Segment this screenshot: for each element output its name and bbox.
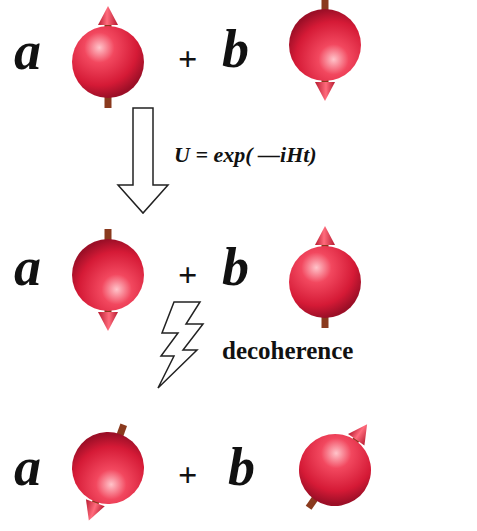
lightning-bolt <box>158 302 203 388</box>
tilted-spin-particle <box>55 412 158 531</box>
spin-up-particle <box>72 6 144 108</box>
coefficient: a <box>14 24 41 78</box>
spin-up-particle <box>289 226 361 328</box>
coefficient: a <box>14 440 41 494</box>
coefficient: a <box>14 240 41 294</box>
coefficient: b <box>222 22 249 76</box>
coefficient: b <box>228 440 255 494</box>
spin-down-particle <box>72 229 144 331</box>
plus-sign: + <box>178 258 197 292</box>
evolution-arrow <box>118 108 168 213</box>
coefficient: b <box>222 240 249 294</box>
plus-sign: + <box>178 458 197 492</box>
plus-sign: + <box>178 42 197 76</box>
tilted-spin-particle <box>279 403 396 528</box>
equation-label: U = exp( —iHt) <box>174 144 317 166</box>
process-label: decoherence <box>222 338 353 363</box>
spin-down-particle <box>289 0 361 101</box>
